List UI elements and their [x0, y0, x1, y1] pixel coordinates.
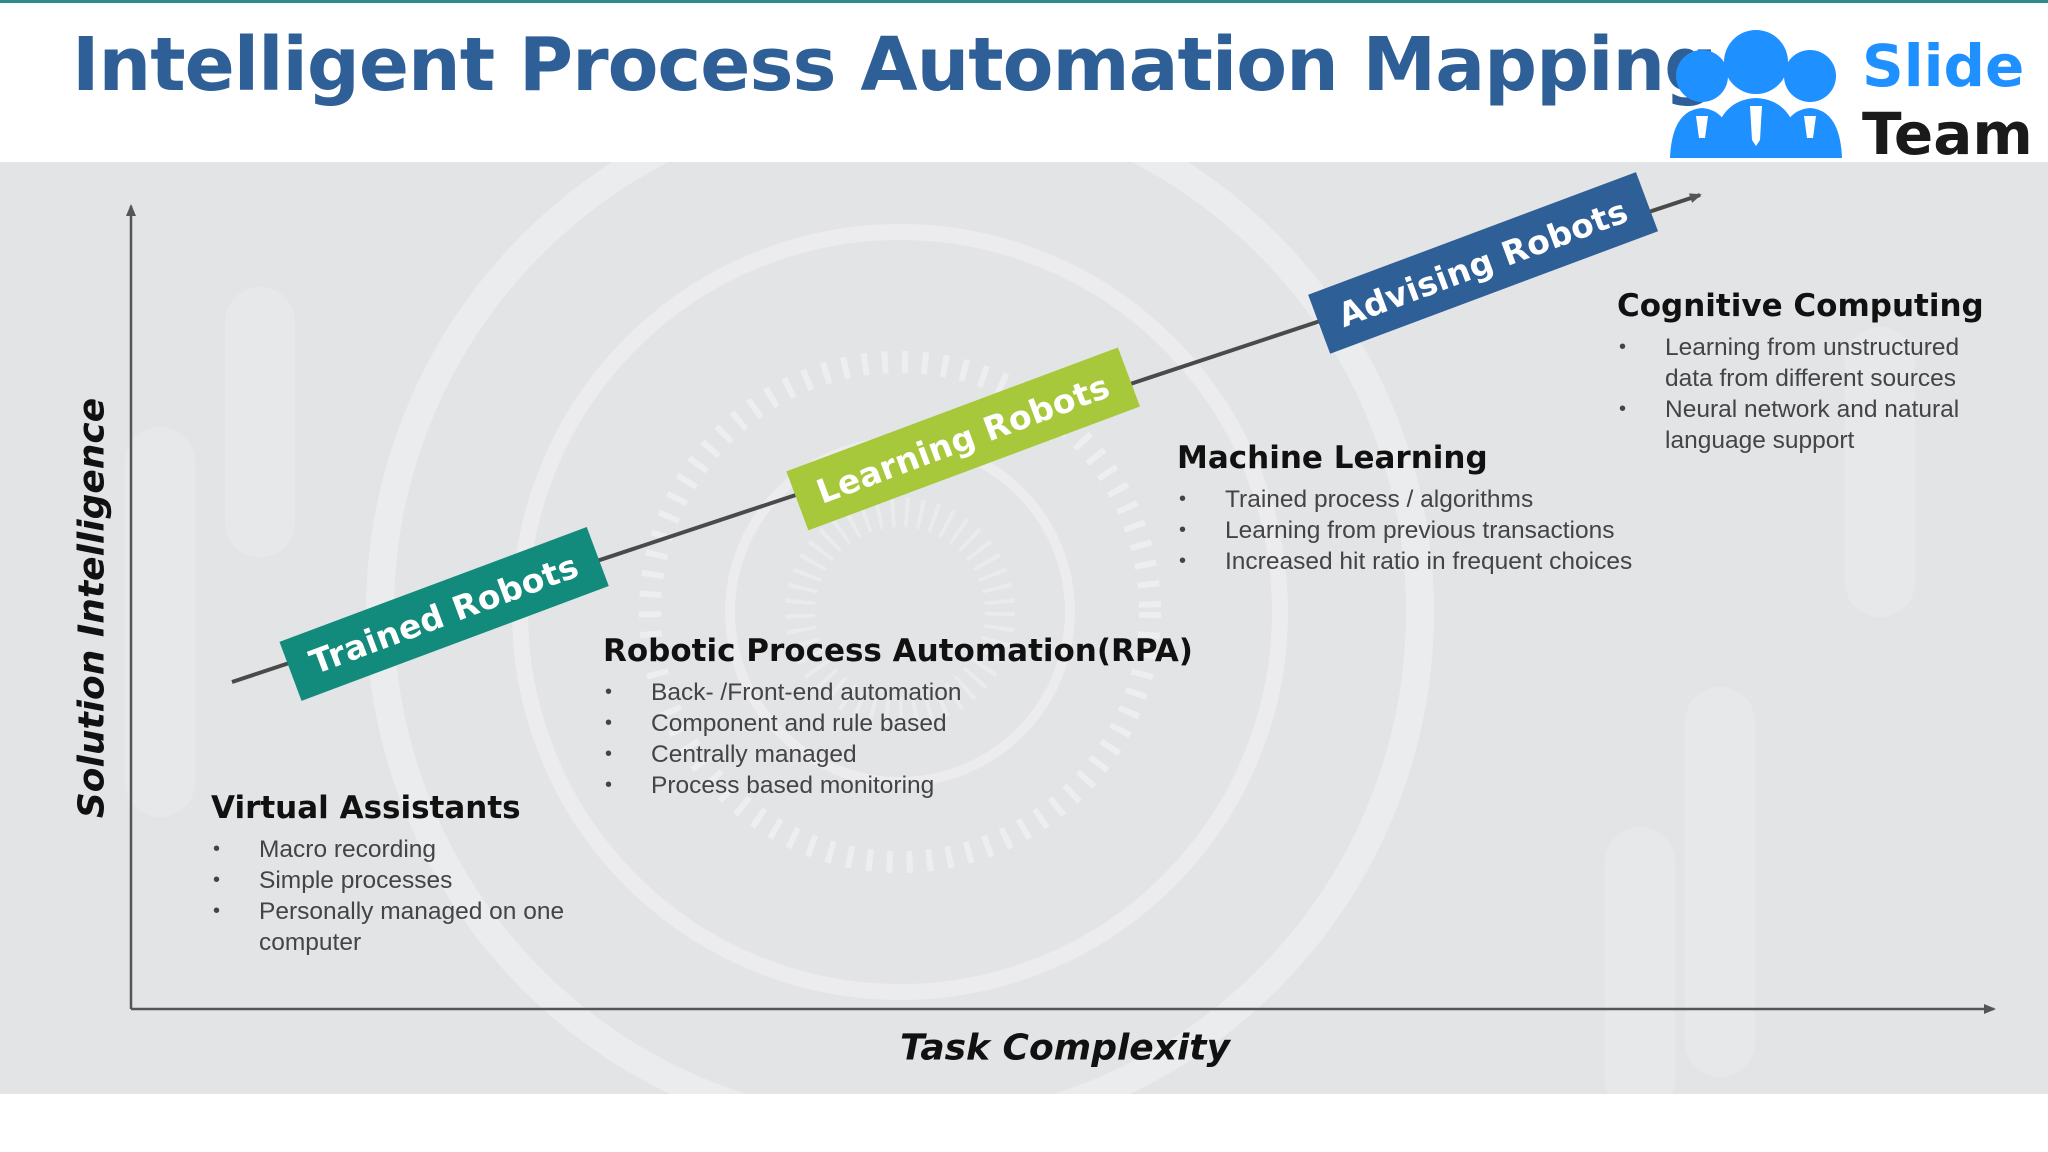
bullet-item: Back- /Front-end automation [603, 677, 1163, 708]
bullet-item: Neural network and natural language supp… [1617, 394, 1987, 456]
stage-virtual-assistants: Virtual Assistants Macro recording Simpl… [211, 790, 601, 958]
bullet-item: Component and rule based [603, 708, 1163, 739]
slideteam-logo: Slide Team [1662, 22, 2033, 168]
bottom-margin [0, 1094, 2048, 1152]
logo-text-slide: Slide [1862, 32, 2025, 100]
slide-title: Intelligent Process Automation Mapping [72, 22, 1717, 108]
bullet-item: Macro recording [211, 834, 601, 865]
stage-heading: Virtual Assistants [211, 790, 521, 826]
y-axis-label: Solution Intelligence [71, 397, 113, 819]
bullet-item: Simple processes [211, 865, 601, 896]
bullet-item: Increased hit ratio in frequent choices [1177, 546, 1677, 577]
bullet-item: Trained process / algorithms [1177, 484, 1677, 515]
top-accent-rule [0, 0, 2048, 3]
people-group-icon [1670, 30, 1842, 158]
stage-heading: Cognitive Computing [1617, 288, 1984, 324]
stage-robotic-process-automation: Robotic Process Automation(RPA) Back- /F… [603, 633, 1193, 801]
bullet-item: Personally managed on one computer [211, 896, 601, 958]
bullet-list: Learning from unstructured data from dif… [1617, 332, 1987, 456]
stage-machine-learning: Machine Learning Trained process / algor… [1177, 440, 1677, 577]
stage-cognitive-computing: Cognitive Computing Learning from unstru… [1617, 288, 1987, 456]
bullet-list: Macro recording Simple processes Persona… [211, 834, 601, 958]
bullet-item: Process based monitoring [603, 770, 1163, 801]
stage-heading: Machine Learning [1177, 440, 1488, 476]
bullet-list: Trained process / algorithms Learning fr… [1177, 484, 1677, 577]
bullet-item: Learning from unstructured data from dif… [1617, 332, 1987, 394]
stage-heading: Robotic Process Automation(RPA) [603, 633, 1193, 669]
bullet-item: Centrally managed [603, 739, 1163, 770]
bullet-list: Back- /Front-end automation Component an… [603, 677, 1163, 801]
x-axis-label: Task Complexity [900, 1027, 1230, 1069]
bullet-item: Learning from previous transactions [1177, 515, 1677, 546]
logo-text-team: Team [1862, 100, 2033, 168]
